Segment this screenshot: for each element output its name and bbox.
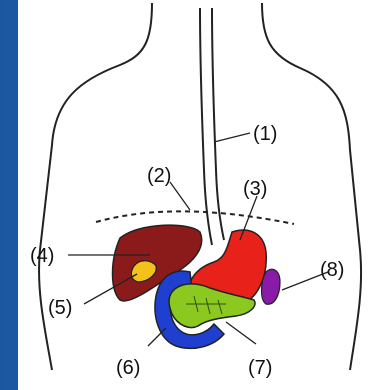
label-5: (5) — [48, 297, 72, 319]
esophagus — [200, 8, 212, 245]
spleen — [262, 269, 281, 304]
label-8: (8) — [320, 259, 344, 281]
label-1: (1) — [253, 123, 277, 145]
label-4: (4) — [30, 245, 54, 267]
torso-outline-right — [262, 3, 361, 370]
label-7: (7) — [248, 357, 272, 379]
label-2: (2) — [147, 165, 171, 187]
esophagus-inner — [212, 8, 224, 240]
label-3: (3) — [243, 178, 267, 200]
label-6: (6) — [116, 357, 140, 379]
diaphragm-line — [96, 211, 294, 224]
